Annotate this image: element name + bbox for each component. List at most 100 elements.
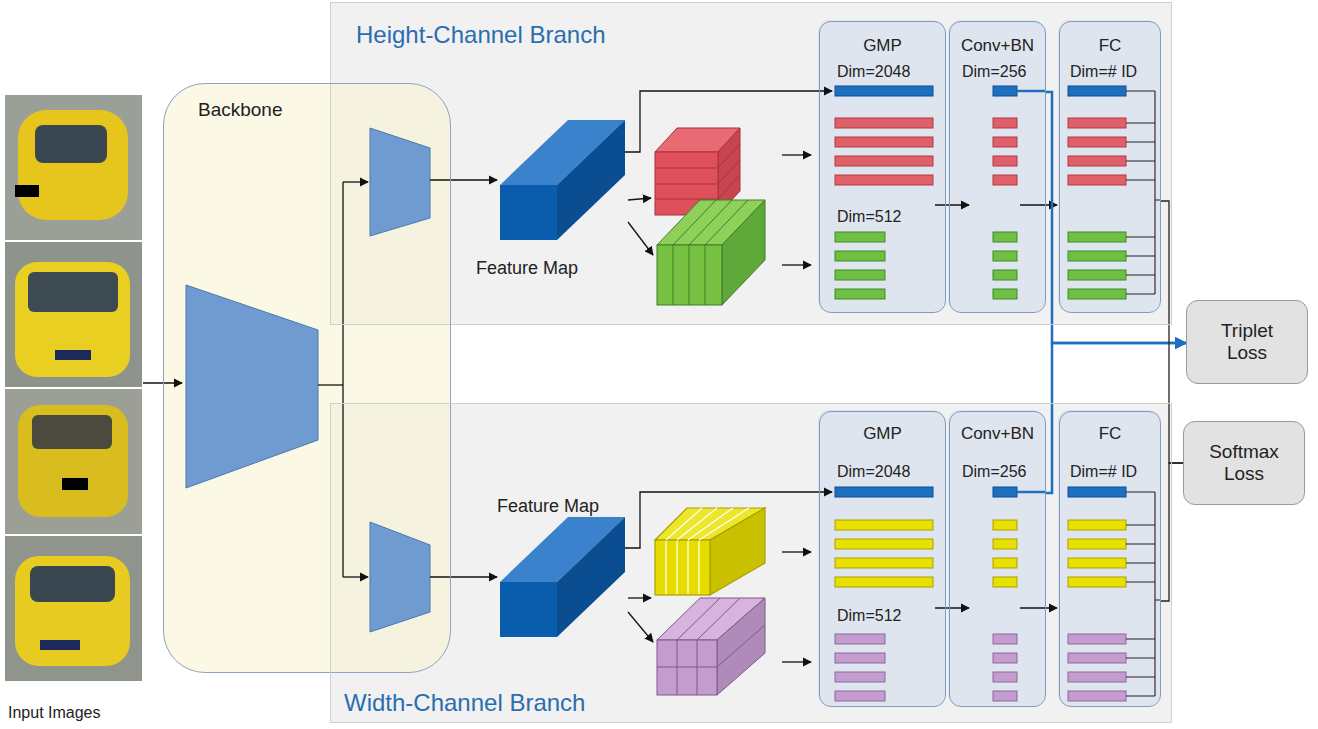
text-slot: Dim=256 [962, 63, 1026, 81]
bar [993, 653, 1017, 663]
car-body [18, 405, 128, 517]
bar [835, 232, 885, 242]
stripe [687, 541, 688, 594]
stripe [705, 200, 748, 245]
censor-box [62, 478, 88, 490]
connector [1161, 201, 1183, 463]
figure-label: Feature Map [497, 496, 599, 517]
censor-box [15, 185, 39, 197]
text-slot: Height-Channel Branch [356, 21, 605, 49]
car-photo [5, 389, 142, 534]
bar [835, 137, 933, 147]
backbone-fill [163, 83, 451, 673]
feature-column: GMPDim=2048Dim=512 [819, 411, 946, 707]
text-slot: GMP [820, 424, 945, 444]
column-fill [818, 410, 945, 706]
wire [1017, 90, 1045, 93]
stripe [697, 598, 740, 640]
car-photo [5, 95, 142, 240]
stripe [655, 199, 718, 200]
cube-side [722, 200, 765, 305]
column-title: FC [1099, 36, 1122, 56]
car-photo [5, 242, 142, 387]
branch-trapezoid [370, 128, 430, 236]
bar [993, 270, 1017, 280]
text-slot: Input Images [8, 704, 101, 722]
text-slot: Dim=# ID [1070, 63, 1137, 81]
text-slot: FC [1060, 424, 1160, 444]
loss-box: Softmax Loss [1183, 421, 1305, 505]
panel-fill [330, 2, 1172, 325]
wire [1017, 491, 1045, 494]
bar [835, 251, 885, 261]
stripe [717, 625, 765, 667]
photo-ground [5, 389, 142, 534]
cube-front [500, 582, 557, 637]
bar [993, 672, 1017, 682]
bar [993, 118, 1017, 128]
arrow [782, 154, 811, 155]
dimension-label: Dim=512 [837, 208, 901, 226]
stripe [689, 200, 732, 245]
cube-side [710, 508, 765, 595]
stripe [673, 200, 716, 245]
cube-front [655, 540, 710, 595]
feature-bars [835, 487, 1126, 701]
bar [1068, 251, 1126, 261]
branch-trapezoid [370, 522, 430, 632]
column-title: GMP [863, 36, 902, 56]
part-cube [655, 508, 765, 595]
bar [835, 539, 933, 549]
feature-column: Conv+BNDim=256 [949, 21, 1046, 313]
bar [835, 653, 885, 663]
connector [1046, 92, 1186, 343]
arrow [628, 222, 653, 255]
cube-side [557, 120, 625, 240]
bar [835, 156, 933, 166]
bar [1068, 653, 1126, 663]
wire [342, 182, 343, 577]
bar [835, 118, 933, 128]
car-window [32, 415, 112, 449]
loss-box: Triplet Loss [1186, 300, 1308, 384]
plate [40, 640, 80, 650]
arrow [782, 264, 811, 265]
wire [1126, 91, 1160, 294]
backbone-region: Backbone [163, 83, 451, 673]
text-slot: Backbone [198, 99, 283, 121]
feature-column: FC Dim=# ID [1059, 21, 1161, 313]
stripe [677, 598, 720, 640]
bar [835, 520, 933, 530]
bar [835, 289, 885, 299]
branch-panel: Width-Channel BranchGMPDim=2048Dim=512Co… [330, 403, 1172, 723]
stripe [718, 144, 740, 168]
photo-ground [5, 536, 142, 681]
figure-label: Feature Map [476, 258, 578, 279]
bar [993, 634, 1017, 644]
backbone-trapezoid [186, 285, 318, 488]
stripe [673, 245, 674, 305]
bar [993, 137, 1017, 147]
stripe [689, 245, 690, 305]
bar [1068, 520, 1126, 530]
column-fill [818, 20, 945, 312]
car-window [30, 566, 115, 602]
part-cube [657, 598, 765, 695]
loss-label: Softmax Loss [1202, 441, 1286, 485]
column-fill [948, 20, 1045, 312]
bar [835, 691, 885, 701]
dimension-label: Dim=2048 [837, 463, 910, 481]
wire [1126, 492, 1160, 696]
photo-ground [5, 95, 142, 240]
column-fill [1058, 20, 1160, 312]
stripe [657, 667, 717, 668]
bar [993, 520, 1017, 530]
bar [1068, 539, 1126, 549]
dimension-label: Dim=256 [962, 63, 1026, 81]
bar [1068, 691, 1126, 701]
stripe [718, 175, 740, 199]
bar [835, 672, 885, 682]
stripe [676, 541, 677, 594]
